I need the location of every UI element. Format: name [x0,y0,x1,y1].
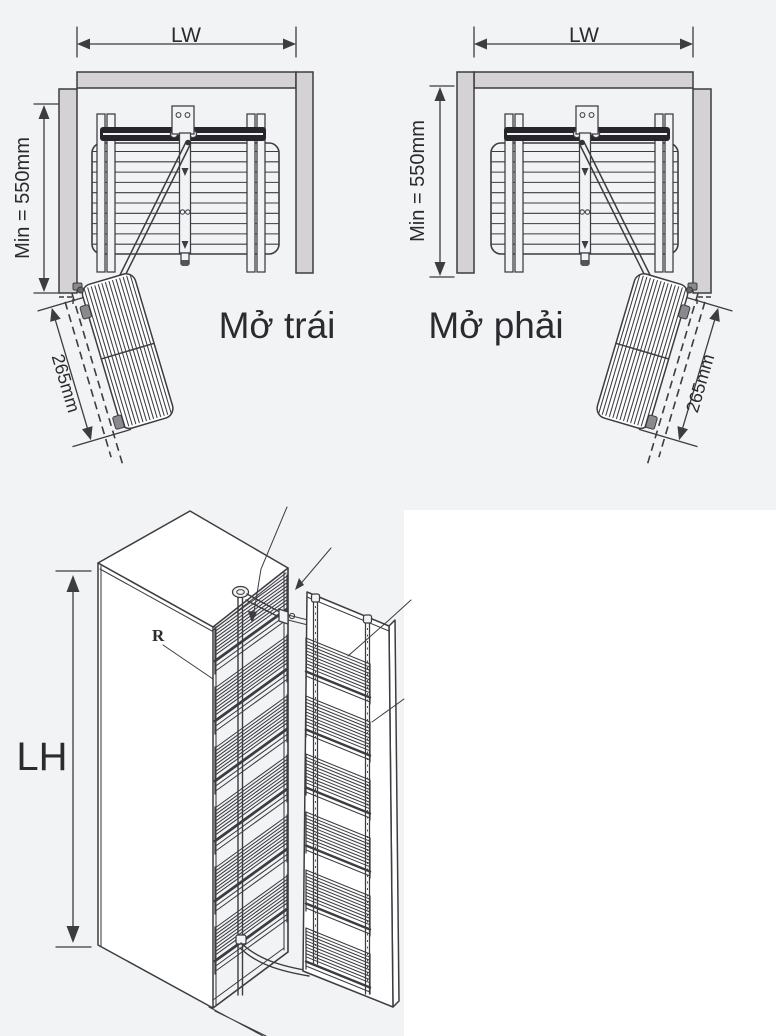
open-left-title: Mở trái [219,305,336,346]
interior-shelves [213,573,289,976]
reference-leader [162,644,214,680]
cabinet-height-dimension [55,570,92,948]
min-depth-label-right: Min = 550mm [407,120,429,242]
cabinet-body [97,510,289,1036]
door-travel-label-right: 265mm [682,352,718,415]
min-depth-dimension-left [33,103,59,294]
cabinet-height-label: LH [16,735,67,779]
open-right-title: Mở phải [428,305,563,346]
door-assembly [302,591,400,1008]
cabinet-width-label-left: LW [171,24,201,47]
cabinet-width-label-right: LW [569,24,599,47]
radius-label: R [152,626,165,645]
min-depth-label-left: Min = 550mm [12,137,34,259]
white-backdrop [404,510,776,1036]
callout-leaders [162,506,412,723]
pivot-pole [231,585,311,996]
cabinet-3d-view [55,506,776,1036]
door-travel-label-left: 265mm [48,352,84,415]
min-depth-dimension-right [429,85,455,278]
